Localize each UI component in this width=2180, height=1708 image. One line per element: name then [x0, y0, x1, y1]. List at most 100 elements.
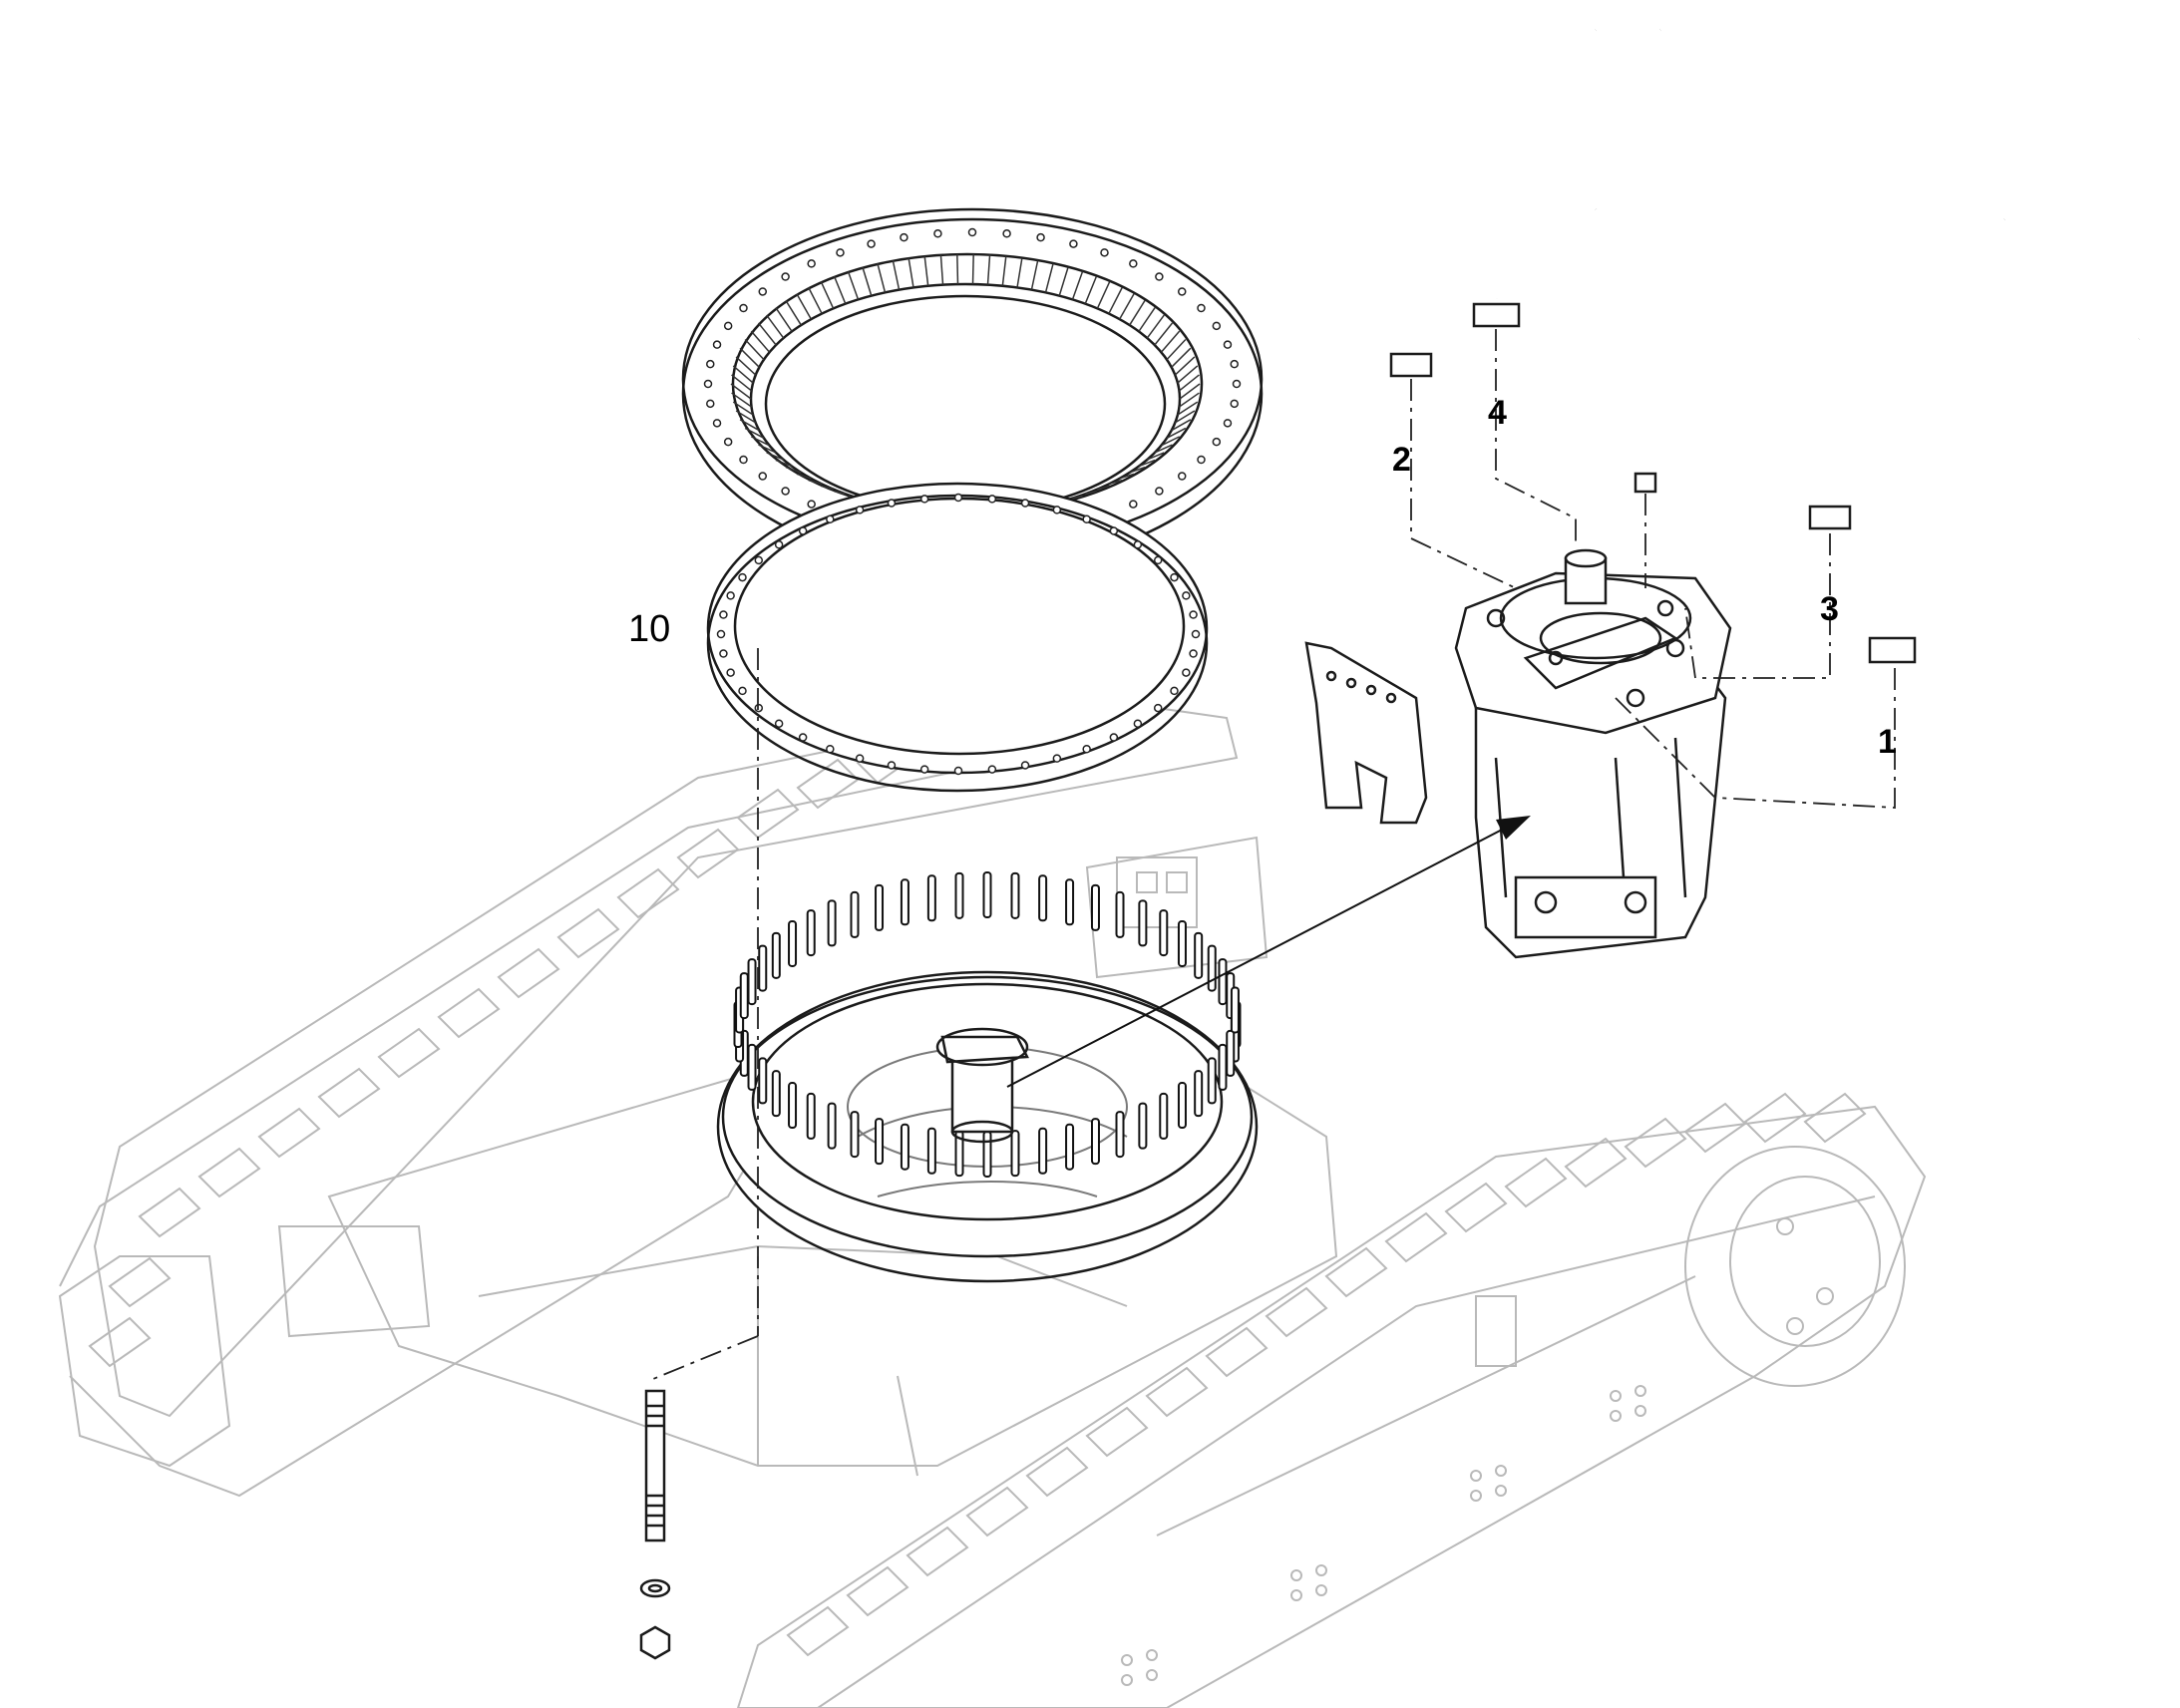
stud	[806, 1092, 816, 1140]
bolt-hole	[1177, 287, 1187, 296]
stud	[771, 931, 781, 979]
gear-tooth	[808, 479, 823, 486]
ring-hole	[1052, 754, 1062, 763]
bolt-hole	[1002, 229, 1011, 238]
gear-tooth	[1179, 392, 1200, 408]
gear-tooth	[785, 466, 802, 474]
bolt-hole	[1129, 500, 1138, 509]
hydraulic-hoses	[1389, 25, 2142, 664]
ring-hole	[1020, 499, 1030, 508]
stud	[1159, 909, 1169, 957]
ring-hole	[1109, 526, 1119, 535]
bolt-hole	[712, 419, 722, 428]
stud	[850, 1111, 860, 1159]
ring-hole	[738, 686, 747, 696]
gear-tooth	[1129, 300, 1146, 326]
stud	[771, 1070, 781, 1118]
bolt-hole	[1230, 359, 1239, 369]
gear-tooth	[892, 260, 901, 290]
gear-tooth	[1030, 260, 1039, 290]
swivel-joint-installed	[935, 1027, 1029, 1144]
bolt-hole	[781, 272, 790, 281]
gear-tooth	[732, 365, 754, 384]
stud	[954, 871, 964, 919]
stud	[747, 958, 757, 1006]
bolt-hole	[1212, 321, 1222, 331]
gear-tooth	[1129, 466, 1146, 474]
gear-tooth	[847, 271, 860, 300]
stud	[875, 1118, 885, 1166]
ring-hole	[887, 761, 897, 770]
ring-hole	[1182, 668, 1191, 677]
ring-hole	[774, 719, 784, 728]
leader-lines	[647, 329, 1896, 1382]
gear-tooth	[1085, 491, 1097, 496]
gear-tooth	[1001, 255, 1007, 286]
gear-tooth	[1177, 401, 1199, 416]
gear-tooth	[1071, 271, 1084, 300]
ring-hole	[1182, 591, 1191, 600]
gear-tooth	[1174, 356, 1196, 376]
bolt-hole	[1197, 303, 1206, 313]
gear-tooth	[766, 452, 784, 461]
bolt-hole	[1230, 399, 1239, 409]
ring-hole	[716, 629, 726, 639]
gear-tooth	[1171, 347, 1192, 368]
bolt-hole	[1155, 272, 1164, 281]
gear-tooth	[766, 314, 785, 339]
stud	[1159, 1092, 1169, 1140]
gear-tooth	[1138, 307, 1156, 332]
gear-tooth	[1147, 452, 1165, 461]
ring-hole	[1189, 610, 1198, 619]
gear-tooth	[730, 383, 752, 400]
gear-tooth	[1084, 275, 1098, 304]
bolt-hole	[706, 359, 715, 369]
ring-hole	[1189, 649, 1198, 658]
ring-hole	[798, 526, 808, 535]
ring-hole	[1020, 761, 1030, 770]
bolt-hole	[1069, 239, 1078, 248]
gear-tooth	[1138, 459, 1156, 468]
gear-tooth	[821, 485, 834, 491]
gear-tooth	[1097, 485, 1110, 491]
ring-hole	[953, 766, 963, 776]
ring-hole	[987, 495, 997, 504]
stud	[1226, 1029, 1236, 1077]
bolt-hole	[1212, 437, 1222, 447]
gear-tooth	[796, 293, 812, 320]
stud	[1010, 1130, 1020, 1178]
gear-tooth	[1161, 436, 1181, 447]
ring-hole	[1153, 703, 1163, 713]
stud	[739, 972, 749, 1020]
callout-4: 4	[1488, 394, 1507, 432]
ring-hole	[738, 572, 747, 582]
gear-tooth	[1179, 374, 1200, 392]
gear-tooth	[908, 257, 914, 288]
gear-teeth	[730, 254, 1201, 514]
ring-hole	[1133, 540, 1143, 549]
stud	[1115, 1111, 1125, 1159]
gear-tooth	[1119, 293, 1135, 320]
bolt-hole	[1223, 419, 1233, 428]
gear-tooth	[939, 254, 944, 285]
gear-tooth	[1096, 281, 1111, 309]
ring-hole	[1082, 514, 1091, 523]
gear-tooth	[1171, 419, 1192, 432]
gear-tooth	[877, 263, 887, 293]
stud	[1218, 958, 1228, 1006]
gear-tooth	[750, 330, 771, 353]
stud	[900, 1123, 909, 1171]
ring-hole	[719, 649, 728, 658]
callout-10: 10	[628, 608, 671, 650]
stud	[788, 1082, 798, 1130]
bolt-hole	[723, 321, 733, 331]
bolt-hole	[723, 437, 733, 447]
bolt-hole	[739, 303, 748, 313]
gear-tooth	[1179, 383, 1201, 400]
gear-tooth	[796, 473, 812, 480]
bolt-hole	[712, 340, 722, 349]
ring-hole	[855, 754, 865, 763]
stud	[1090, 883, 1100, 931]
gear-tooth	[739, 419, 760, 432]
stud	[1065, 878, 1075, 926]
